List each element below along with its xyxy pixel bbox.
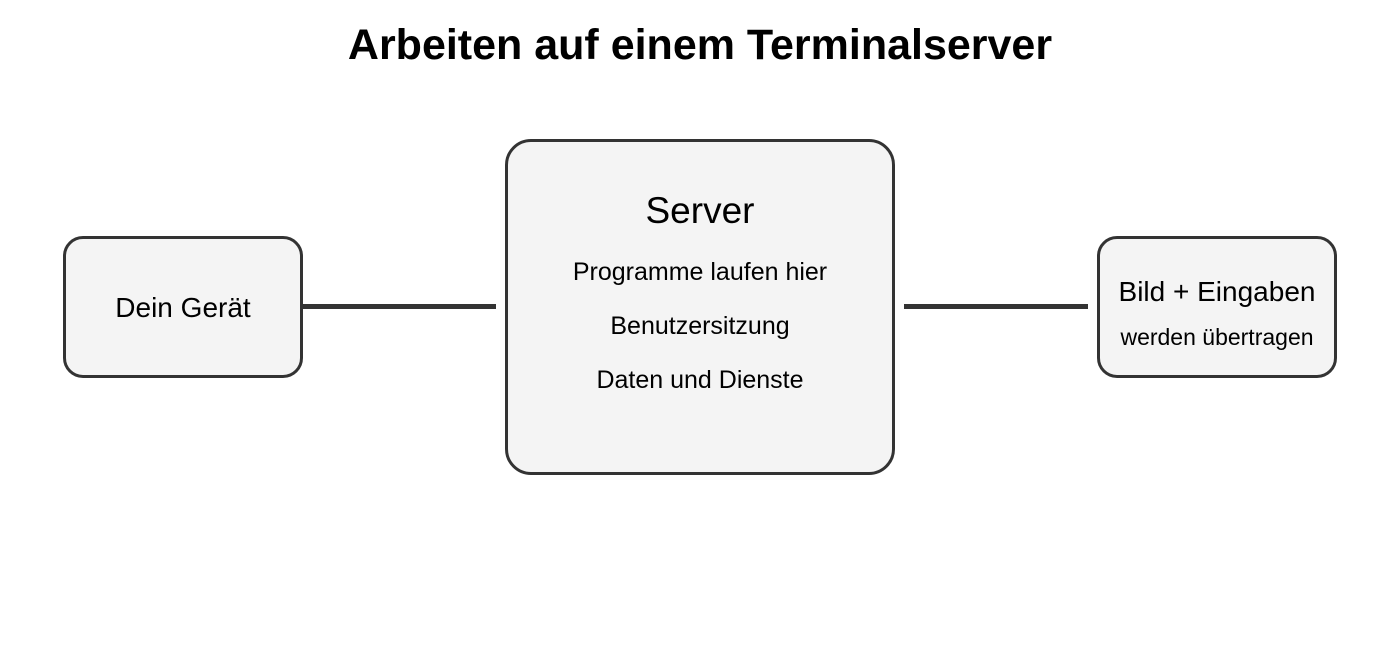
transfer-subtitle: werden übertragen: [1120, 324, 1314, 350]
transfer-node: Bild + Eingaben werden übertragen: [1097, 236, 1337, 378]
server-line-session: Benutzersitzung: [610, 312, 790, 340]
server-title: Server: [645, 190, 755, 231]
diagram-title: Arbeiten auf einem Terminalserver: [347, 21, 1053, 69]
server-node: Server Programme laufen hier Benutzersit…: [505, 139, 895, 475]
device-label: Dein Gerät: [115, 292, 251, 323]
server-line-data-services: Daten und Dienste: [596, 366, 804, 394]
connector-device-server: [303, 304, 496, 309]
transfer-title: Bild + Eingaben: [1118, 276, 1316, 307]
connector-server-transfer: [904, 304, 1088, 309]
device-node: Dein Gerät: [63, 236, 303, 378]
server-line-programs: Programme laufen hier: [572, 258, 828, 286]
